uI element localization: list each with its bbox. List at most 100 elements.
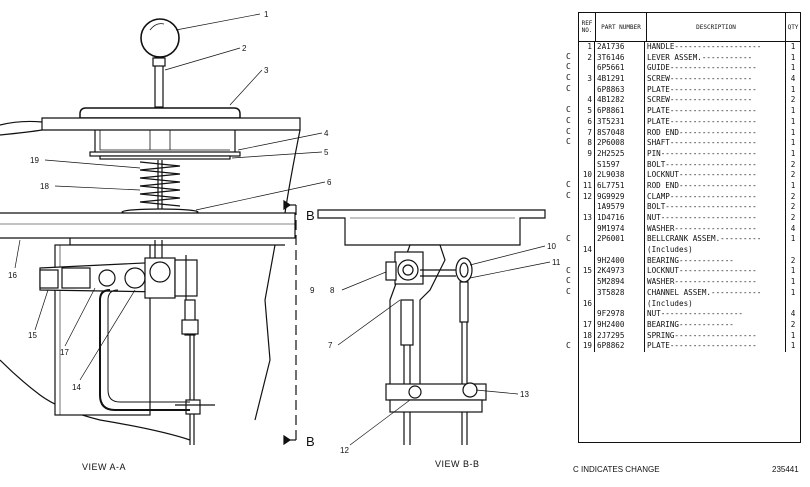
- row-desc: PIN---------------------: [645, 148, 786, 160]
- row-ref: [579, 63, 595, 75]
- change-mark: C: [566, 233, 571, 243]
- callout-6: 6: [327, 178, 332, 187]
- drawing-number: 235441: [772, 465, 799, 474]
- change-mark: C: [566, 276, 571, 286]
- row-part: 8S7048: [595, 127, 645, 139]
- change-mark: C: [566, 265, 571, 275]
- row-desc: ROD END-----------------: [645, 180, 786, 192]
- row-part: 6P8861: [595, 106, 645, 117]
- row-qty: 1: [790, 266, 796, 276]
- row-ref: 15: [579, 266, 595, 278]
- row-part: S1597: [595, 159, 645, 171]
- callout-9: 9: [310, 286, 315, 295]
- spring: [139, 160, 181, 212]
- row-desc: (Includes): [645, 298, 786, 310]
- row-qty: 2: [790, 159, 796, 169]
- row-ref: 2: [579, 52, 595, 64]
- row-part: 6L7751: [595, 180, 645, 192]
- callout-2: 2: [242, 44, 247, 53]
- callout-16: 16: [8, 271, 17, 280]
- row-qty: 1: [790, 234, 796, 244]
- callout-1: 1: [264, 10, 269, 19]
- table-header: REF NO. PART NUMBER DESCRIPTION QTY: [579, 13, 800, 42]
- row-qty: 1: [790, 330, 796, 340]
- row-qty: 1: [790, 106, 796, 116]
- row-ref: [579, 287, 595, 299]
- lever-shaft: [154, 56, 164, 108]
- floor-plate: [41, 117, 301, 131]
- section-mark-top: B: [306, 208, 315, 223]
- row-part: 5M2894: [595, 277, 645, 288]
- row-part: 3T5828: [595, 287, 645, 299]
- table-row: 14(Includes): [579, 245, 800, 256]
- row-desc: PLATE-------------------: [645, 341, 786, 352]
- row-part: 2J7295: [595, 330, 645, 342]
- callout-8: 8: [330, 286, 335, 295]
- row-qty: [786, 245, 800, 256]
- row-qty: 2: [790, 319, 796, 329]
- callout-5: 5: [324, 148, 329, 157]
- row-desc: CLAMP-------------------: [645, 191, 786, 203]
- callout-labels: 1 2 3 4 5 6 7 8 9 10 11 12 13 14 15 16 1…: [8, 10, 561, 455]
- row-qty: 1: [790, 127, 796, 137]
- row-qty: 1: [790, 341, 796, 351]
- header-ref: REF NO.: [579, 13, 596, 41]
- row-ref: 9: [579, 148, 595, 160]
- callout-14: 14: [72, 383, 81, 392]
- change-mark: C: [566, 62, 571, 72]
- change-mark: C: [566, 105, 571, 115]
- row-ref: 16: [579, 298, 595, 310]
- row-part: 6P8863: [595, 84, 645, 96]
- row-part: 3T6146: [595, 52, 645, 64]
- row-desc: BOLT--------------------: [645, 202, 786, 213]
- row-ref: 5: [579, 106, 595, 117]
- callout-12: 12: [340, 446, 349, 455]
- row-desc: LOCKNUT-----------------: [645, 266, 786, 278]
- header-qty: QTY: [787, 23, 799, 31]
- row-desc: PLATE-------------------: [645, 84, 786, 96]
- header-part: PART NUMBER: [596, 13, 647, 41]
- row-qty: 1: [790, 287, 796, 297]
- row-ref: [579, 202, 595, 213]
- handle-knob: [140, 18, 180, 58]
- row-desc: SCREW------------------: [645, 95, 786, 107]
- row-desc: BOLT--------------------: [645, 159, 786, 171]
- row-qty: 4: [790, 309, 796, 319]
- row-ref: 17: [579, 319, 595, 331]
- row-part: 9G9929: [595, 191, 645, 203]
- change-mark: C: [566, 83, 571, 93]
- callout-17: 17: [60, 348, 69, 357]
- change-mark: C: [566, 137, 571, 147]
- row-qty: 1: [790, 116, 796, 126]
- row-part: [595, 298, 645, 310]
- row-qty: 2: [790, 202, 796, 212]
- row-desc: BEARING------------: [645, 319, 786, 331]
- row-desc: WASHER------------------: [645, 223, 786, 235]
- assembly-drawing: 1 2 3 4 5 6 7 8 9 10 11 12 13 14 15 16 1…: [0, 10, 561, 455]
- row-ref: 12: [579, 191, 595, 203]
- row-desc: LOCKNUT-----------------: [645, 170, 786, 181]
- row-qty: 2: [790, 213, 796, 222]
- row-ref: [579, 84, 595, 96]
- row-ref: [579, 255, 595, 267]
- change-mark: C: [566, 190, 571, 200]
